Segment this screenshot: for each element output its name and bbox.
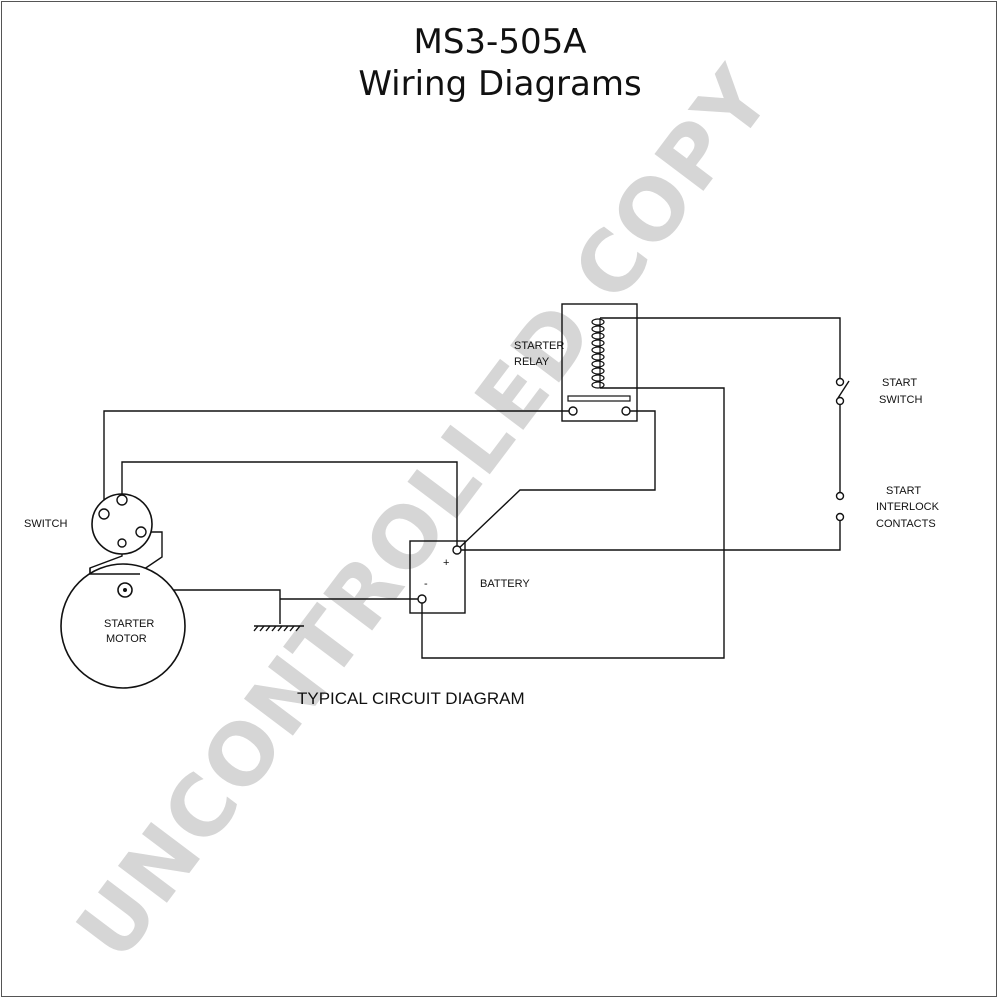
wire-interlock-to-battery — [457, 518, 841, 551]
switch-terminal-top — [116, 494, 128, 506]
start-switch-terminal-top — [835, 377, 845, 387]
ground-symbol — [253, 625, 304, 632]
label-starter-relay-1: STARTER — [514, 340, 564, 352]
diagram-subtitle: Wiring Diagrams — [358, 64, 642, 104]
starter-motor — [60, 563, 186, 689]
wire-relay-to-start-switch — [600, 317, 841, 380]
label-battery-minus: - — [424, 578, 428, 590]
label-starter-motor-2: MOTOR — [106, 633, 147, 645]
wire-switch-to-battery — [121, 461, 458, 550]
label-interlock-1: START — [886, 485, 921, 497]
wire-relay-to-battery-minus — [421, 387, 725, 659]
label-switch: SWITCH — [24, 518, 67, 530]
label-starter-relay-2: RELAY — [514, 356, 550, 368]
label-battery-plus: + — [443, 557, 449, 569]
relay-terminal-left — [568, 406, 578, 416]
label-interlock-2: INTERLOCK — [876, 501, 940, 513]
diagram-title: MS3-505A — [413, 22, 587, 62]
relay-contact-bar — [567, 395, 631, 402]
diagram-caption: TYPICAL CIRCUIT DIAGRAM — [297, 689, 525, 708]
start-switch-terminal-bottom — [835, 396, 845, 406]
interlock-terminal-top — [835, 491, 845, 501]
start-switch-blade — [837, 380, 850, 399]
relay-terminal-right — [621, 406, 631, 416]
switch-terminal-bottom — [117, 538, 127, 548]
watermark: UNCONTROLLED COPY — [58, 49, 791, 977]
wire-motor-to-ground — [125, 589, 281, 624]
switch-solenoid — [89, 493, 153, 575]
switch-terminal-left — [98, 508, 110, 520]
battery-positive-terminal — [452, 545, 462, 555]
relay-coil — [591, 318, 605, 389]
starter-relay — [561, 303, 638, 422]
label-start-switch-1: START — [882, 377, 917, 389]
wire-switch-to-relay — [103, 410, 573, 510]
wire-relay-to-battery — [456, 410, 656, 551]
interlock-terminal-bottom — [835, 512, 845, 522]
switch-terminal-right — [135, 526, 147, 538]
label-battery: BATTERY — [480, 578, 530, 590]
battery-negative-terminal — [417, 594, 427, 604]
label-interlock-3: CONTACTS — [876, 518, 936, 530]
label-starter-motor-1: STARTER — [104, 618, 154, 630]
label-start-switch-2: SWITCH — [879, 394, 922, 406]
battery — [409, 540, 466, 614]
